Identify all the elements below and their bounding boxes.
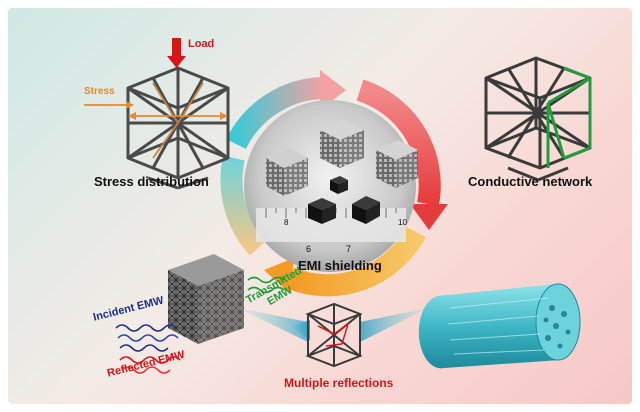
lattice-cube-left (266, 148, 308, 196)
stress-arrows (84, 101, 228, 120)
reflection-lattice (238, 302, 428, 368)
transmitted-waves (247, 276, 285, 294)
solid-cube-right (352, 196, 380, 224)
ruler-tick-6: 6 (306, 244, 312, 254)
reflected-waves (119, 356, 181, 374)
shield-sample (168, 254, 244, 344)
fiber-cylinder (418, 283, 581, 369)
emi-shielding-label: EMI shielding (298, 258, 382, 273)
ruler-tick-7: 7 (346, 244, 352, 254)
ruler-tick-10: 10 (398, 218, 407, 227)
conductive-lattice (484, 56, 592, 182)
cycle-arrows (220, 70, 448, 297)
stress-distribution-label: Stress distribution (94, 174, 209, 189)
lattice-cube-right (376, 140, 418, 188)
diagram-canvas (84, 38, 592, 374)
stress-label: Stress (84, 86, 115, 97)
multiple-reflections-label: Multiple reflections (284, 376, 394, 390)
solid-cube-small (330, 176, 348, 194)
load-arrow (167, 38, 186, 68)
stress-lattice (84, 38, 230, 190)
conductive-network-label: Conductive network (468, 174, 593, 189)
cycle-arrowhead-right (410, 204, 448, 230)
solid-cube-left (308, 198, 336, 224)
cycle-arrowhead-bottom (264, 258, 294, 294)
cycle-arc-bottom (285, 226, 426, 297)
cycle-arc-top (226, 77, 324, 150)
cycle-arc-right (356, 79, 441, 207)
cycle-arrowhead-top (320, 70, 346, 110)
incident-waves (115, 324, 179, 352)
load-label: Load (188, 38, 215, 50)
lattice-cube-middle (320, 120, 364, 168)
ruler-tick-8: 8 (284, 218, 289, 227)
sample-photo (244, 100, 418, 272)
cycle-arc-left (220, 155, 267, 256)
figure-frame: Load Stress Stress distribution Conducti… (8, 8, 632, 404)
